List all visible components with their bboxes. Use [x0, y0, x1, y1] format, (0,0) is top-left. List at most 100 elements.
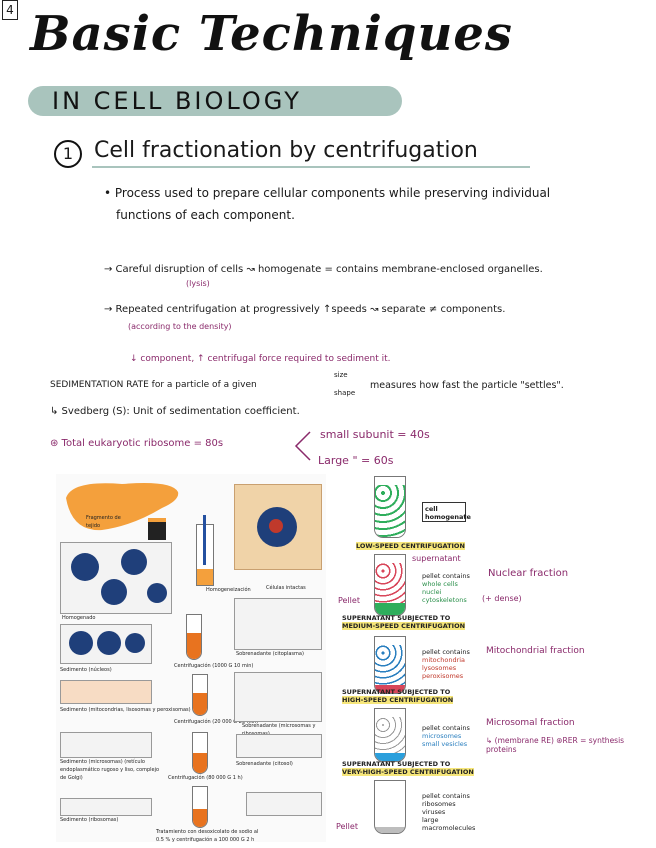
sed-micro-label: Sedimento (microsomas) (retículo endopla… — [60, 759, 160, 781]
pellet-label-1: Pellet — [338, 596, 360, 605]
celulas-intactas-label: Células intactas — [266, 585, 306, 591]
pellet4-head: pellet contains — [422, 792, 470, 800]
very-high-line2: VERY-HIGH-SPEED CENTRIFUGATION — [342, 768, 474, 776]
supernatant-box-1 — [234, 598, 322, 650]
homogenizer-icon — [196, 515, 214, 586]
ribosome-box — [246, 792, 322, 816]
note-bullet-line2: functions of each component. — [116, 208, 295, 222]
pellet-label-bottom: Pellet — [336, 822, 358, 831]
pellet2-item: peroxisomes — [422, 672, 464, 680]
brace-icon — [294, 431, 311, 461]
medium-speed-line2: MEDIUM-SPEED CENTRIFUGATION — [342, 622, 466, 630]
note-arrow1-lysis: (lysis) — [186, 279, 210, 288]
low-speed-tube — [374, 554, 406, 616]
tube-1 — [186, 614, 202, 660]
right-figure: cell homogenate LOW-SPEED CENTRIFUGATION… — [336, 474, 652, 844]
intact-cell-image — [234, 484, 322, 570]
medium-speed-label: SUPERNATANT SUBJECTED TO MEDIUM-SPEED CE… — [342, 614, 466, 630]
pellet1-head: pellet contains — [422, 572, 470, 580]
pellet4-item: large — [422, 816, 439, 824]
sed-mito-label: Sedimento (mitocondrias, lisosomas y per… — [60, 707, 191, 713]
homogenizacion-label: Homogeneización — [206, 587, 251, 593]
liver-icon — [66, 483, 179, 531]
pellet2-list: pellet contains mitochondria lysosomes p… — [422, 648, 470, 680]
nuclear-fraction-label: Nuclear fraction — [488, 568, 569, 579]
section-number: 1 — [54, 140, 82, 168]
pellet1-item: cytoskeletons — [422, 596, 467, 604]
note-arrow2: → Repeated centrifugation at progressive… — [104, 304, 506, 315]
pellet3-list: pellet contains microsomes small vesicle… — [422, 724, 470, 748]
very-high-line1: SUPERNATANT SUBJECTED TO — [342, 760, 451, 768]
pellet4-item: viruses — [422, 808, 446, 816]
microsomal-fraction-label: Microsomal fraction — [486, 718, 575, 728]
mito-fraction-label: Mitochondrial fraction — [486, 646, 585, 656]
pellet2-item: lysosomes — [422, 664, 457, 672]
tube-3 — [192, 732, 208, 774]
very-high-speed-tube — [374, 780, 406, 834]
section-underline — [92, 166, 530, 168]
homogenate-box — [60, 542, 172, 614]
page-number: 4 — [2, 0, 18, 20]
centrif-2-label: Centrifugación (20 000 G 20 min) — [174, 719, 259, 725]
ribo-pellet-box — [60, 798, 152, 816]
tissue-cube-icon — [148, 518, 166, 540]
medium-speed-tube — [374, 636, 406, 694]
note-ribosome: ⊛ Total eukaryotic ribosome = 80s — [50, 438, 224, 449]
pellet2-item: mitochondria — [422, 656, 466, 664]
supernatant-note: supernatant — [412, 554, 461, 563]
note-svedberg: ↳ Svedberg (S): Unit of sedimentation co… — [50, 406, 300, 417]
centrif-1-label: Centrifugación (1000 G 10 min) — [174, 663, 254, 669]
pellet3-head: pellet contains — [422, 724, 470, 732]
dense-note: (+ dense) — [482, 594, 522, 603]
pellet3-item: microsomes — [422, 732, 462, 740]
homogenate-tube — [374, 476, 406, 538]
note-purple-force: ↓ component, ↑ centrifugal force require… — [130, 354, 391, 364]
high-speed-line1: SUPERNATANT SUBJECTED TO — [342, 688, 451, 696]
page-title: Basic Techniques — [30, 6, 513, 62]
page-subtitle: IN CELL BIOLOGY — [52, 87, 302, 115]
note-sed-rate-b: measures how fast the particle "settles"… — [370, 380, 564, 391]
sobrenadante-label: Sobrenadante (citoplasma) — [236, 651, 304, 657]
note-bullet-line1: • Process used to prepare cellular compo… — [104, 186, 551, 200]
supernatant-box-3 — [236, 734, 322, 758]
very-high-speed-label: SUPERNATANT SUBJECTED TO VERY-HIGH-SPEED… — [342, 760, 474, 776]
subtitle-highlight — [28, 86, 402, 116]
medium-speed-line1: SUPERNATANT SUBJECTED TO — [342, 614, 451, 622]
pellet3-item: small vesicles — [422, 740, 468, 748]
pellet1-item: whole cells — [422, 580, 458, 588]
high-speed-tube — [374, 708, 406, 762]
pellet4-item: macromolecules — [422, 824, 476, 832]
nuclei-pellet-box — [60, 624, 152, 664]
pellet4-item: ribosomes — [422, 800, 456, 808]
microsomal-note: ↳ (membrane RE) ⊛RER = synthesis protein… — [486, 736, 625, 754]
note-small-subunit: small subunit = 40s — [320, 428, 430, 441]
cell-homogenate-label: cell homogenate — [422, 502, 471, 522]
note-large-subunit: Large " = 60s — [318, 454, 394, 467]
pellet1-list: pellet contains whole cells nuclei cytos… — [422, 572, 470, 604]
high-speed-label: SUPERNATANT SUBJECTED TO HIGH-SPEED CENT… — [342, 688, 454, 704]
note-sed-rate-a: SEDIMENTATION RATE for a particle of a g… — [50, 380, 257, 390]
pellet2-head: pellet contains — [422, 648, 470, 656]
high-speed-line2: HIGH-SPEED CENTRIFUGATION — [342, 696, 454, 704]
note-arrow1: → Careful disruption of cells ↝ homogena… — [104, 264, 543, 275]
left-figure: Fragmento de tejido Homogeneización Célu… — [56, 474, 326, 843]
tratamiento-label: Tratamiento con desoxicolato de sodio al… — [156, 829, 259, 843]
tube-2 — [192, 674, 208, 716]
note-sed-shape: shape — [334, 389, 356, 397]
supernatant-box-2 — [234, 672, 322, 722]
mito-pellet-box — [60, 680, 152, 704]
sobrenadante-3-label: Sobrenadante (citosol) — [236, 761, 293, 767]
note-arrow2-density: (according to the density) — [128, 322, 232, 331]
note-sed-size: size — [334, 371, 348, 379]
sed-ribo-label: Sedimento (ribosomas) — [60, 817, 119, 823]
low-speed-label: LOW-SPEED CENTRIFUGATION — [356, 542, 465, 550]
liver-label: Fragmento de tejido — [86, 515, 121, 529]
pellet4-list: pellet contains ribosomes viruses large … — [422, 792, 475, 832]
section-title: Cell fractionation by centrifugation — [94, 138, 478, 163]
tube-4 — [192, 786, 208, 828]
sed-nucleos-label: Sedimento (núcleos) — [60, 667, 112, 673]
centrif-3-label: Centrifugación (80 000 G 1 h) — [168, 775, 243, 781]
micro-pellet-box — [60, 732, 152, 758]
homogenado-label: Homogenado — [62, 615, 96, 621]
pellet1-item: nuclei — [422, 588, 442, 596]
